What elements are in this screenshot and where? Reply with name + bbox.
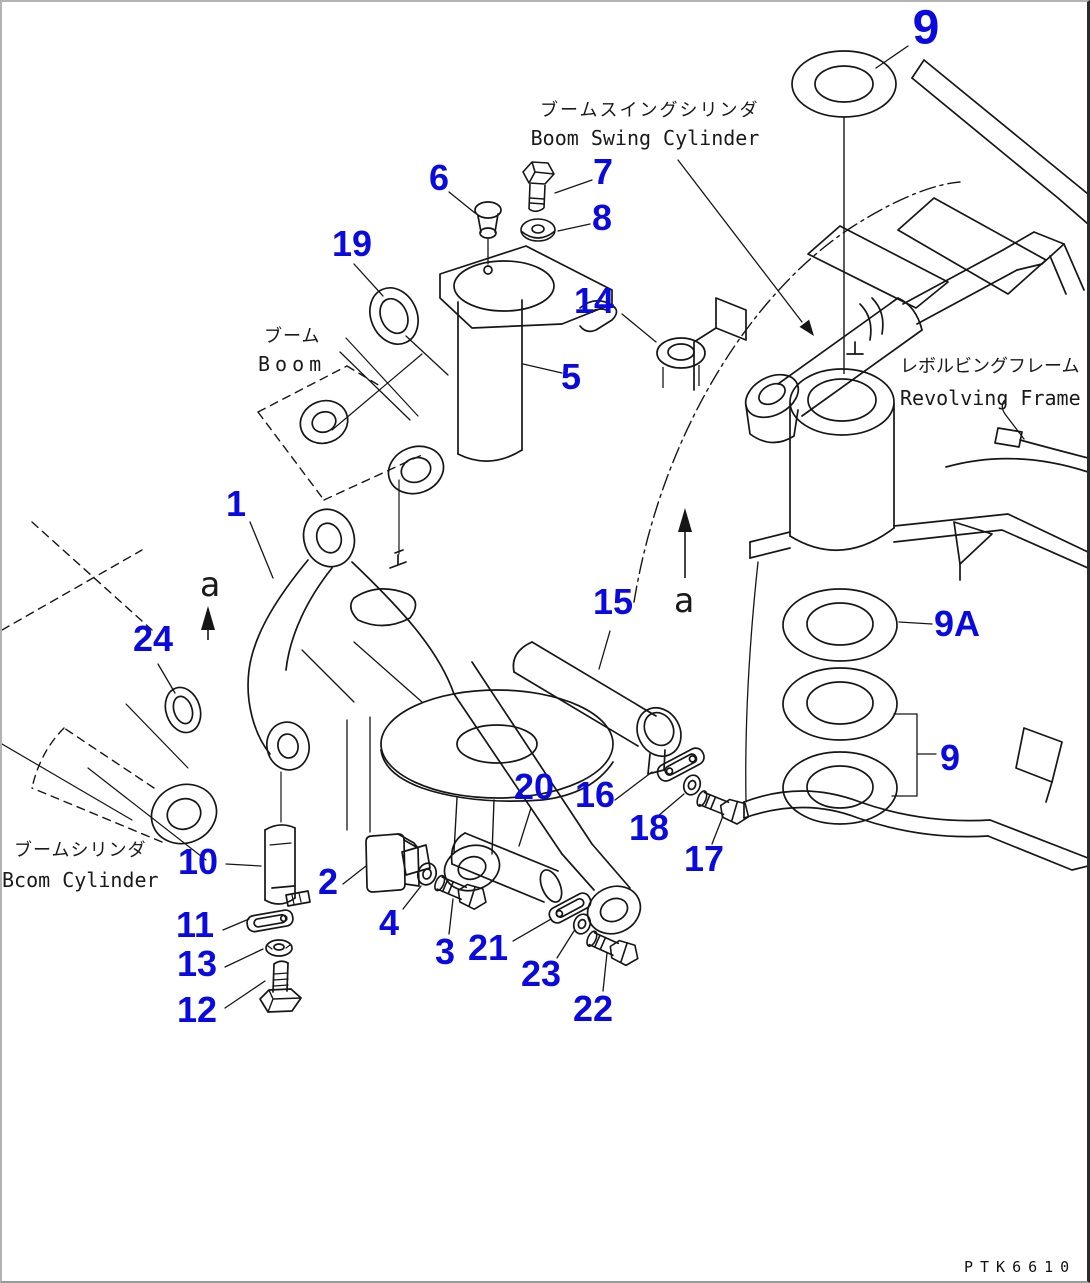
boom-cylinder-label-en: Bcom Cylinder <box>2 868 159 892</box>
part-2-3-4-bracket-group-art <box>365 833 487 910</box>
drawing-number: PTK6610 <box>964 1258 1077 1276</box>
part-10-11-12-13-pin-group-art <box>246 824 311 1013</box>
view-mark-a-right: a <box>673 581 695 621</box>
boom-ghost-art <box>2 337 445 631</box>
part-9-ring-top-art <box>791 50 897 374</box>
boom-cylinder-label-jp: ブームシリンダ <box>14 840 147 861</box>
boom-swing-cylinder-label-en: Boom Swing Cylinder <box>530 126 760 150</box>
revolving-frame-label-en: Revolving Frame <box>900 386 1081 410</box>
part-1-swing-bracket-art <box>247 479 642 935</box>
revolving-frame-label-jp: レボルビングフレーム <box>900 356 1080 377</box>
boom-swing-cylinder-label-jp: ブームスイングシリンダ <box>540 100 760 121</box>
part-15-16-17-18-pin-group-art <box>512 641 750 825</box>
swing-cylinder-installed-art <box>693 231 1085 444</box>
boom-label-en: Boom <box>258 352 327 376</box>
view-mark-a-left: a <box>199 565 221 605</box>
part-5-cylinder-art <box>439 201 618 462</box>
view-arrow-marks-art <box>201 508 692 640</box>
revolving-frame-art <box>633 59 1087 871</box>
part-9a-9-shims-art <box>782 588 898 825</box>
part-7-8-bolt-washer-art <box>520 161 556 242</box>
part-19-14-24-rings-art <box>164 287 706 734</box>
boom-cylinder-ghost-art <box>2 703 218 861</box>
leader-lines-art <box>157 45 1025 1009</box>
part-20-21-22-23-pin-group-art <box>450 832 639 967</box>
boom-label-jp: ブーム <box>264 326 321 347</box>
